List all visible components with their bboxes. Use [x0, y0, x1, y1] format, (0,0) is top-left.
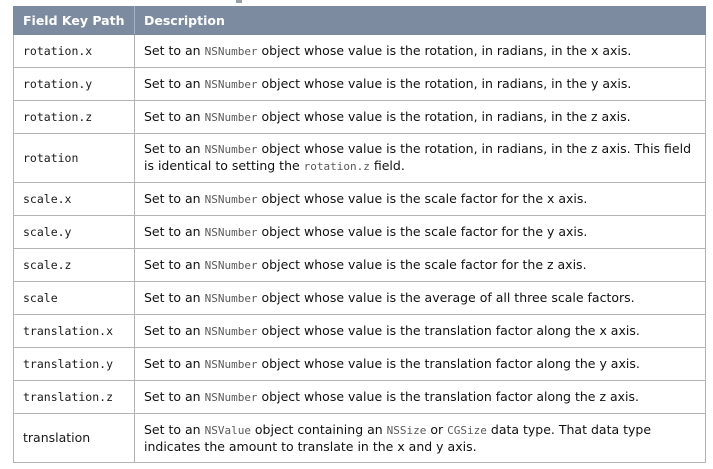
table-row: rotation Set to an NSNumber object whose…: [13, 133, 706, 183]
description-text: object whose value is the rotation, in r…: [257, 42, 632, 58]
description-text: field.: [369, 158, 405, 173]
description-text: object whose value is the translation fa…: [257, 388, 639, 404]
table-row: translation Set to an NSValue object con…: [13, 413, 706, 463]
description-text: object whose value is the rotation, in r…: [257, 108, 631, 124]
column-header-field-key-path: Field Key Path: [13, 6, 135, 35]
code-term: NSNumber: [204, 44, 258, 58]
field-key-cell: translation.z: [13, 380, 135, 414]
description-cell: Set to an NSNumber object whose value is…: [134, 34, 706, 68]
description-text: or: [426, 421, 448, 437]
code-term: NSSize: [386, 423, 427, 437]
description-text: Set to an: [144, 190, 205, 206]
table-row: translation.x Set to an NSNumber object …: [13, 314, 706, 348]
code-term: NSNumber: [204, 258, 258, 272]
description-text: object whose value is the scale factor f…: [257, 256, 587, 272]
code-term: rotation.z: [303, 160, 370, 173]
description-text: object whose value is the rotation, in r…: [144, 141, 692, 173]
code-term: NSNumber: [204, 324, 258, 338]
description-text: Set to an: [144, 355, 205, 371]
field-key-cell: scale.z: [13, 248, 135, 282]
description-text: Set to an: [144, 256, 205, 272]
field-key-cell: scale: [13, 281, 135, 315]
description-text: Set to an: [144, 141, 205, 156]
table-row: scale Set to an NSNumber object whose va…: [13, 281, 706, 315]
field-key-path-table: Field Key Path Description rotation.x Se…: [13, 6, 706, 463]
field-key-cell: scale.x: [13, 182, 135, 216]
field-key-cell: rotation.y: [13, 67, 135, 101]
description-text: Set to an: [144, 42, 205, 58]
description-text: Set to an: [144, 322, 205, 338]
description-text: object whose value is the scale factor f…: [257, 190, 588, 206]
table-row: translation.z Set to an NSNumber object …: [13, 380, 706, 414]
code-term: NSNumber: [204, 291, 258, 305]
table-row: rotation.x Set to an NSNumber object who…: [13, 34, 706, 68]
field-key-cell: translation.y: [13, 347, 135, 381]
description-text: object whose value is the translation fa…: [257, 322, 640, 338]
description-cell: Set to an NSNumber object whose value is…: [134, 314, 706, 348]
table-row: scale.y Set to an NSNumber object whose …: [13, 215, 706, 249]
code-term: NSNumber: [204, 143, 258, 156]
description-cell: Set to an NSNumber object whose value is…: [134, 215, 706, 249]
code-term: NSNumber: [204, 390, 258, 404]
description-text: object whose value is the translation fa…: [257, 355, 640, 371]
field-key-cell: translation.x: [13, 314, 135, 348]
description-cell: Set to an NSNumber object whose value is…: [134, 380, 706, 414]
table-row: rotation.z Set to an NSNumber object who…: [13, 100, 706, 134]
description-cell: Set to an NSNumber object whose value is…: [134, 248, 706, 282]
code-term: NSNumber: [204, 77, 258, 91]
field-key-cell: rotation.z: [13, 100, 135, 134]
description-cell: Set to an NSNumber object whose value is…: [134, 67, 706, 101]
description-cell: Set to an NSNumber object whose value is…: [134, 281, 706, 315]
description-text: object whose value is the rotation, in r…: [257, 75, 632, 91]
field-key-cell: rotation.x: [13, 34, 135, 68]
column-header-description: Description: [134, 6, 706, 35]
field-key-cell: translation: [13, 413, 135, 463]
description-text: data type. That data type indicates the …: [144, 421, 652, 454]
code-term: NSNumber: [204, 192, 258, 206]
table-row: rotation.y Set to an NSNumber object who…: [13, 67, 706, 101]
code-term: NSNumber: [204, 225, 258, 239]
code-term: NSNumber: [204, 110, 258, 124]
description-text: Set to an: [144, 388, 205, 404]
description-text: object whose value is the scale factor f…: [257, 223, 588, 239]
description-cell: Set to an NSNumber object whose value is…: [134, 182, 706, 216]
description-cell: Set to an NSValue object containing an N…: [134, 413, 706, 463]
description-text: Set to an: [144, 75, 205, 91]
table-row: scale.z Set to an NSNumber object whose …: [13, 248, 706, 282]
description-text: Set to an: [144, 289, 205, 305]
description-cell: Set to an NSNumber object whose value is…: [134, 100, 706, 134]
field-key-cell: rotation: [13, 133, 135, 183]
description-text: object containing an: [250, 421, 387, 437]
description-text: object whose value is the average of all…: [257, 289, 635, 305]
page-edge-fragment: [236, 0, 242, 3]
table-row: scale.x Set to an NSNumber object whose …: [13, 182, 706, 216]
table-body: rotation.x Set to an NSNumber object who…: [13, 34, 706, 463]
description-text: Set to an: [144, 223, 205, 239]
table-row: translation.y Set to an NSNumber object …: [13, 347, 706, 381]
field-key-cell: scale.y: [13, 215, 135, 249]
table-header-row: Field Key Path Description: [13, 6, 706, 35]
description-text: Set to an: [144, 421, 205, 437]
code-term: NSValue: [204, 423, 251, 437]
code-term: CGSize: [447, 423, 487, 437]
description-text: Set to an: [144, 108, 205, 124]
description-cell: Set to an NSNumber object whose value is…: [134, 347, 706, 381]
code-term: NSNumber: [204, 357, 258, 371]
description-cell: Set to an NSNumber object whose value is…: [134, 133, 706, 183]
